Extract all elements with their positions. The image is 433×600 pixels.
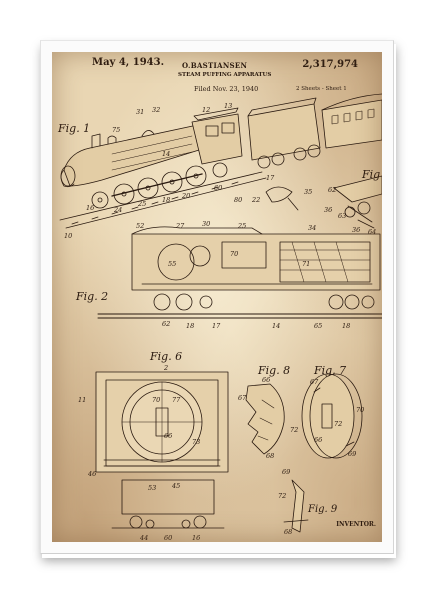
svg-text:80: 80: [234, 196, 242, 204]
svg-text:72: 72: [290, 426, 298, 434]
svg-text:34: 34: [308, 224, 316, 232]
coupler-detail-drawing: [265, 175, 382, 229]
svg-text:14: 14: [162, 150, 170, 158]
svg-text:77: 77: [172, 396, 181, 404]
small-part-drawing: [283, 479, 309, 533]
svg-text:25: 25: [137, 200, 146, 208]
svg-text:70: 70: [356, 406, 364, 414]
svg-text:10: 10: [64, 232, 72, 240]
patent-print: May 4, 1943. O.BASTIANSEN 2,317,974 STEA…: [52, 52, 382, 542]
svg-text:12: 12: [202, 106, 210, 114]
front-view-drawing: [95, 371, 229, 529]
svg-text:55: 55: [168, 260, 176, 268]
svg-text:32: 32: [152, 106, 160, 114]
patent-drawings: 10 16 24 25 18 20 60 80 22 17 35 36 75 31 32 14 12 1…: [59, 93, 382, 542]
fig-1-label: Fig. 1: [58, 122, 91, 135]
svg-text:60: 60: [214, 184, 222, 192]
svg-text:53: 53: [148, 484, 156, 492]
svg-text:11: 11: [78, 396, 86, 404]
svg-text:17: 17: [266, 174, 275, 182]
svg-text:46: 46: [87, 470, 96, 478]
patent-date: May 4, 1943.: [92, 57, 165, 68]
inventor-name: O.BASTIANSEN: [182, 61, 248, 70]
sheet-count: 2 Sheets - Sheet 1: [296, 86, 347, 92]
svg-text:67: 67: [310, 378, 319, 386]
svg-text:36: 36: [324, 206, 332, 214]
svg-text:72: 72: [334, 420, 342, 428]
svg-text:27: 27: [175, 222, 185, 230]
svg-text:70: 70: [230, 250, 238, 258]
svg-text:16: 16: [192, 534, 200, 542]
fig-8-label: Fig. 8: [258, 364, 291, 377]
svg-text:45: 45: [171, 482, 180, 490]
fig-partial-label: Fig: [362, 168, 381, 181]
round-disc-drawing: [301, 373, 363, 459]
svg-text:36: 36: [352, 226, 360, 234]
svg-text:64: 64: [368, 228, 376, 236]
svg-text:66: 66: [164, 432, 172, 440]
fig-6-label: Fig. 6: [150, 350, 183, 363]
svg-text:75: 75: [112, 126, 120, 134]
side-section-drawing: [97, 226, 382, 319]
svg-text:69: 69: [348, 450, 356, 458]
svg-text:18: 18: [342, 322, 350, 330]
svg-text:66: 66: [262, 376, 270, 384]
svg-text:68: 68: [266, 452, 274, 460]
svg-text:24: 24: [113, 206, 122, 214]
fig-9-label: Fig. 9: [308, 504, 338, 515]
svg-text:63: 63: [338, 212, 346, 220]
svg-text:60: 60: [164, 534, 172, 542]
fig-7-label: Fig. 7: [314, 364, 347, 377]
svg-text:52: 52: [136, 222, 144, 230]
svg-text:30: 30: [202, 220, 210, 228]
patent-number: 2,317,974: [302, 59, 358, 70]
svg-text:65: 65: [314, 322, 322, 330]
svg-text:68: 68: [284, 528, 292, 536]
svg-text:18: 18: [186, 322, 194, 330]
svg-text:16: 16: [86, 204, 94, 212]
svg-text:67: 67: [238, 394, 247, 402]
svg-text:69: 69: [282, 468, 290, 476]
locomotive-drawing: [59, 93, 382, 229]
svg-text:62: 62: [162, 320, 170, 328]
slotted-disc-drawing: [245, 383, 285, 455]
svg-text:73: 73: [192, 438, 200, 446]
svg-text:22: 22: [251, 196, 260, 204]
svg-text:71: 71: [302, 260, 310, 268]
svg-text:72: 72: [278, 492, 286, 500]
inventor-label: INVENTOR.: [336, 521, 376, 528]
svg-text:35: 35: [304, 188, 312, 196]
svg-text:17: 17: [212, 322, 221, 330]
svg-text:2: 2: [163, 364, 168, 372]
patent-title: STEAM PUFFING APPARATUS: [178, 72, 272, 78]
svg-text:66: 66: [314, 436, 322, 444]
fig-2-label: Fig. 2: [76, 290, 109, 303]
svg-text:25: 25: [237, 222, 246, 230]
svg-text:44: 44: [139, 534, 148, 542]
svg-text:62: 62: [328, 186, 336, 194]
svg-text:31: 31: [136, 108, 144, 116]
svg-text:14: 14: [272, 322, 280, 330]
svg-text:70: 70: [152, 396, 160, 404]
filed-date: Filed Nov. 23, 1940: [194, 85, 259, 93]
svg-text:13: 13: [224, 102, 232, 110]
svg-text:18: 18: [162, 196, 170, 204]
svg-text:20: 20: [181, 192, 190, 200]
